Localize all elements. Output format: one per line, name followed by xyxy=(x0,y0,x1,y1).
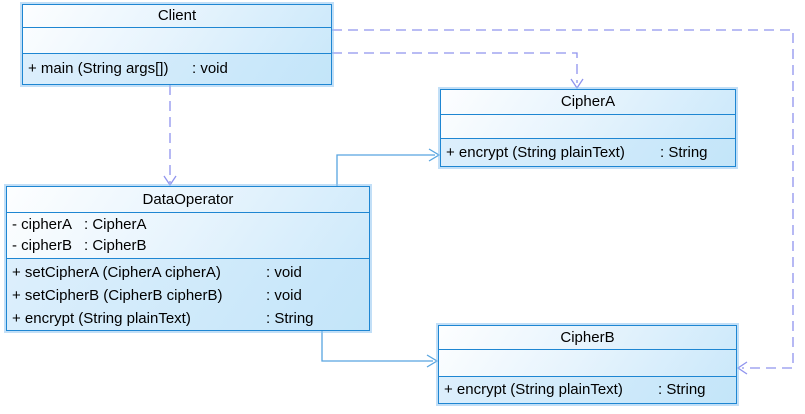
uml-class-dataoperator: DataOperator - cipherA : CipherA - ciphe… xyxy=(6,186,370,331)
method-return-type: : String xyxy=(658,381,706,398)
dependency-line-client-ciphera xyxy=(332,52,578,83)
class-methods: + encrypt (String plainText) : String xyxy=(441,138,735,166)
class-title: CipherB xyxy=(439,326,736,350)
method-return-type: : void xyxy=(266,264,302,281)
class-methods: + encrypt (String plainText) : String xyxy=(439,376,736,403)
method-row: + main (String args[]) : void xyxy=(23,54,331,84)
uml-class-cipherb: CipherB + encrypt (String plainText) : S… xyxy=(438,325,737,404)
dependency-line-client-cipherb xyxy=(332,29,794,369)
attribute-row: - cipherB : CipherB xyxy=(7,235,369,256)
method-row: + encrypt (String plainText) : String xyxy=(439,377,736,403)
class-methods: + setCipherA (CipherA cipherA) : void + … xyxy=(7,258,369,330)
class-attributes xyxy=(441,115,735,139)
open-arrowhead-right-icon xyxy=(428,148,441,162)
method-signature: + setCipherA (CipherA cipherA) xyxy=(12,264,221,281)
open-arrowhead-down-icon xyxy=(570,78,584,90)
class-attributes xyxy=(23,28,331,53)
method-return-type: : String xyxy=(660,144,708,161)
open-arrowhead-down-icon xyxy=(163,175,177,187)
attribute-type: : CipherB xyxy=(84,237,147,254)
open-arrowhead-left-icon xyxy=(736,361,748,375)
attribute-name: - cipherB xyxy=(12,237,73,254)
method-row: + encrypt (String plainText) : String xyxy=(7,307,369,330)
method-row: + encrypt (String plainText) : String xyxy=(441,139,735,166)
method-row: + setCipherB (CipherB cipherB) : void xyxy=(7,284,369,307)
method-signature: + main (String args[]) xyxy=(28,60,169,77)
uml-class-client: Client + main (String args[]) : void xyxy=(22,4,332,85)
association-line-dataoperator-ciphera xyxy=(336,154,435,186)
class-methods: + main (String args[]) : void xyxy=(23,53,331,84)
method-signature: + encrypt (String plainText) xyxy=(446,144,625,161)
open-arrowhead-right-icon xyxy=(426,354,439,368)
association-line-dataoperator-cipherb xyxy=(321,331,433,362)
class-attributes: - cipherA : CipherA - cipherB : CipherB xyxy=(7,213,369,258)
attribute-type: : CipherA xyxy=(84,216,147,233)
method-signature: + setCipherB (CipherB cipherB) xyxy=(12,287,223,304)
method-signature: + encrypt (String plainText) xyxy=(444,381,623,398)
class-title: DataOperator xyxy=(7,187,369,213)
uml-class-ciphera: CipherA + encrypt (String plainText) : S… xyxy=(440,89,736,167)
method-return-type: : String xyxy=(266,310,314,327)
method-row: + setCipherA (CipherA cipherA) : void xyxy=(7,261,369,284)
class-attributes xyxy=(439,350,736,376)
method-return-type: : void xyxy=(266,287,302,304)
class-title: CipherA xyxy=(441,90,735,115)
attribute-row: - cipherA : CipherA xyxy=(7,214,369,235)
method-signature: + encrypt (String plainText) xyxy=(12,310,191,327)
class-title: Client xyxy=(23,5,331,28)
attribute-name: - cipherA xyxy=(12,216,73,233)
method-return-type: : void xyxy=(192,60,228,77)
